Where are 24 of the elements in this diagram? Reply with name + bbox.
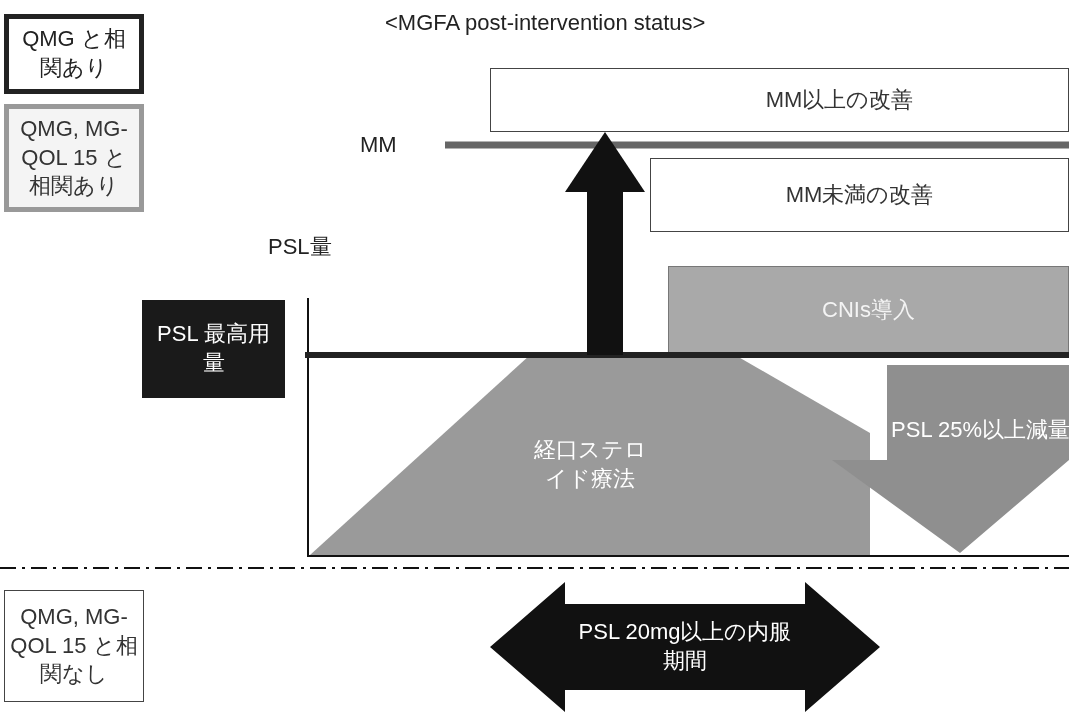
node-label: MM未満の改善: [784, 180, 935, 209]
node-label: 経口ステロイド療法: [532, 436, 648, 493]
node-label: PSL 最高用量: [156, 320, 271, 377]
title: <MGFA post-intervention status>: [385, 10, 706, 36]
arrow: [565, 132, 645, 355]
status-band: [650, 158, 1069, 232]
dose-box: [142, 300, 285, 398]
double-arrow-shape: [490, 582, 880, 712]
down-arrow-shape: [832, 365, 1069, 555]
axis-label: PSL量: [268, 233, 332, 261]
node-label: MM以上の改善: [764, 85, 915, 114]
node-label: CNIs導入: [821, 295, 916, 324]
legend-box: [4, 14, 144, 94]
legend-box: [4, 590, 144, 702]
legend-box: [4, 104, 144, 212]
node-label: QMG, MG-QOL 15 と相関なし: [9, 603, 139, 689]
node-label: PSL 20mg以上の内服期間: [577, 618, 793, 675]
trapezoid-area: [310, 355, 870, 555]
node-label: PSL 25%以上減量: [890, 415, 1069, 444]
treatment-bar: [668, 266, 1069, 354]
node-label: QMG, MG-QOL 15 と相関あり: [19, 115, 129, 201]
status-band: [490, 68, 1069, 132]
node-label: QMG と相関あり: [21, 25, 127, 82]
axis-label: MM: [360, 132, 397, 158]
